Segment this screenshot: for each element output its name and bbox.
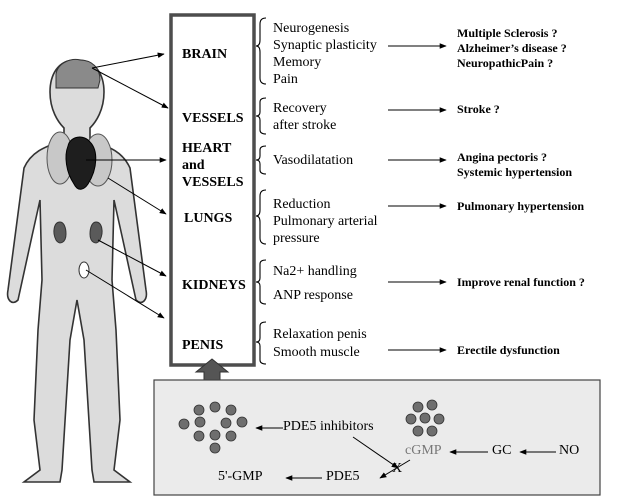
inhibitor-molecule-cluster bbox=[178, 401, 248, 454]
effect-penis-1: Relaxation penis bbox=[273, 327, 367, 342]
human-body-figure bbox=[6, 59, 148, 483]
molecule bbox=[412, 425, 424, 437]
molecule bbox=[405, 413, 417, 425]
disease-brain-2: Alzheimer’s disease ? bbox=[457, 41, 567, 55]
effect-brain-1: Neurogenesis bbox=[273, 21, 350, 36]
bracket-heart bbox=[255, 145, 267, 175]
pathway-arrows bbox=[255, 425, 556, 481]
brain-organ bbox=[55, 59, 101, 89]
effect-kidneys-2: ANP response bbox=[273, 288, 353, 303]
disease-brain-1: Multiple Sclerosis ? bbox=[457, 26, 558, 40]
effect-brain-2: Synaptic plasticity bbox=[273, 38, 377, 53]
disease-vessels-1: Stroke ? bbox=[457, 102, 500, 116]
organ-label-brain: BRAIN bbox=[182, 47, 228, 62]
left-kidney-organ bbox=[53, 221, 67, 244]
arrow-cgmp-to-pde5 bbox=[379, 459, 411, 479]
organ-label-heart-vessels: VESSELS bbox=[182, 175, 244, 190]
heart-organ bbox=[65, 136, 97, 190]
cgmp-molecule-cluster bbox=[405, 399, 445, 437]
disease-lungs-1: Pulmonary hypertension bbox=[457, 199, 585, 213]
arrow-to-kidneys bbox=[97, 239, 167, 277]
molecule bbox=[433, 413, 445, 425]
effect-lungs-2: Pulmonary arterial bbox=[273, 214, 378, 229]
pathway-panel bbox=[153, 379, 601, 496]
molecule bbox=[209, 401, 221, 413]
organ-label-lungs: LUNGS bbox=[184, 211, 233, 226]
bracket-kidneys bbox=[255, 259, 267, 305]
penis-organ bbox=[78, 261, 90, 279]
molecule bbox=[426, 399, 438, 411]
effect-penis-2: Smooth muscle bbox=[273, 345, 360, 360]
organ-label-heart-and: and bbox=[182, 158, 205, 173]
organ-label-kidneys: KIDNEYS bbox=[182, 278, 246, 293]
disease-heart-2: Systemic hypertension bbox=[457, 165, 572, 179]
pathway-block-mark: X bbox=[392, 461, 403, 476]
molecule bbox=[225, 404, 237, 416]
arrow-to-brain bbox=[91, 52, 165, 69]
molecule bbox=[178, 418, 190, 430]
arrow-to-lungs bbox=[107, 177, 167, 215]
organ-label-penis: PENIS bbox=[182, 338, 224, 353]
bracket-lungs bbox=[255, 189, 267, 245]
molecule bbox=[193, 430, 205, 442]
disease-arrows bbox=[388, 43, 447, 353]
molecule bbox=[412, 401, 424, 413]
disease-penis-1: Erectile dysfunction bbox=[457, 343, 560, 357]
effect-vessels-1: Recovery bbox=[273, 101, 327, 116]
molecule bbox=[209, 429, 221, 441]
body-silhouette bbox=[6, 59, 148, 483]
arrow-to-vessels bbox=[91, 67, 169, 109]
organ-label-vessels: VESSELS bbox=[182, 111, 244, 126]
effect-lungs-1: Reduction bbox=[273, 197, 331, 212]
effect-brain-4: Pain bbox=[273, 72, 298, 87]
pathway-cgmp: cGMP bbox=[405, 443, 442, 458]
bracket-brain bbox=[255, 17, 267, 85]
body-arrows bbox=[85, 52, 169, 319]
effect-vessels-2: after stroke bbox=[273, 118, 337, 133]
bracket-vessels bbox=[255, 97, 267, 135]
right-kidney-organ bbox=[89, 221, 103, 244]
organ-label-heart: HEART bbox=[182, 141, 232, 156]
arrow-to-penis bbox=[85, 269, 165, 319]
effect-brackets bbox=[255, 17, 267, 365]
disease-brain-3: NeuropathicPain ? bbox=[457, 56, 554, 70]
pathway-pde5: PDE5 bbox=[326, 469, 360, 484]
pathway-5-gmp: 5'-GMP bbox=[218, 469, 263, 484]
molecule bbox=[419, 412, 431, 424]
effect-brain-3: Memory bbox=[273, 55, 322, 70]
effect-kidneys-1: Na2+ handling bbox=[273, 264, 357, 279]
molecule bbox=[194, 416, 206, 428]
pathway-pde5-inhibitors: PDE5 inhibitors bbox=[283, 419, 374, 434]
molecule bbox=[193, 404, 205, 416]
molecule bbox=[220, 417, 232, 429]
effect-lungs-3: pressure bbox=[273, 231, 320, 246]
molecule bbox=[426, 425, 438, 437]
bracket-penis bbox=[255, 321, 267, 365]
disease-kidneys-1: Improve renal function ? bbox=[457, 275, 585, 289]
molecule bbox=[236, 416, 248, 428]
arrow-inhibitors-to-pde5 bbox=[352, 436, 399, 469]
molecule bbox=[225, 430, 237, 442]
effect-heart-1: Vasodilatation bbox=[273, 153, 354, 168]
pathway-gc: GC bbox=[492, 443, 512, 458]
molecule bbox=[209, 442, 221, 454]
pathway-no: NO bbox=[559, 443, 580, 458]
disease-heart-1: Angina pectoris ? bbox=[457, 150, 547, 164]
